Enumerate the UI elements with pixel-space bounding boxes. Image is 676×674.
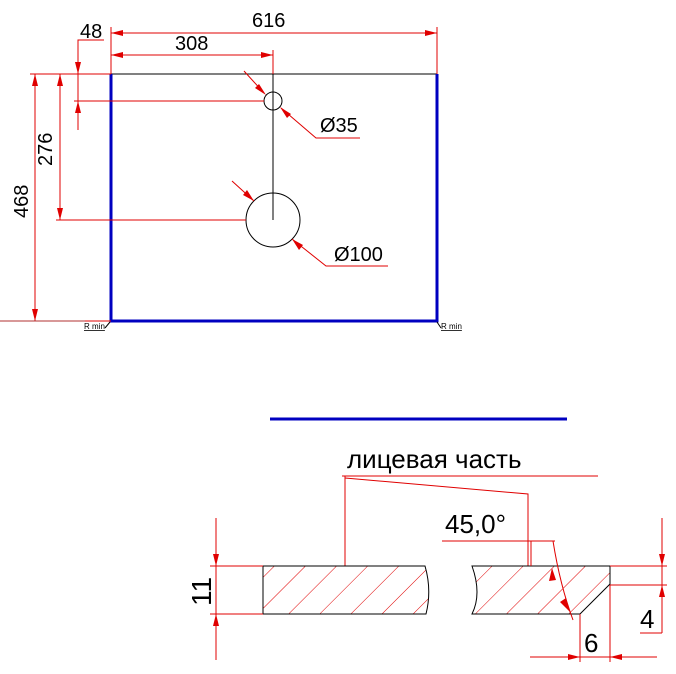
dimension-276: 276 <box>35 74 63 220</box>
large-hole-label: Ø100 <box>334 244 383 266</box>
finished-edges <box>109 74 439 323</box>
width-label: 616 <box>252 10 285 32</box>
dimension-11: 11 <box>186 518 263 660</box>
angle-label: 45,0° <box>445 509 506 539</box>
large-hole-callout: Ø100 <box>231 180 388 267</box>
corner-left-label: R min <box>84 322 105 331</box>
small-hole-label: Ø35 <box>320 115 358 137</box>
thickness-label: 11 <box>186 577 217 606</box>
section-right <box>471 565 611 615</box>
depth-label: 468 <box>11 185 33 218</box>
chamfer-height-label: 4 <box>640 604 654 634</box>
chamfer-width-label: 6 <box>584 628 598 658</box>
small-hole-callout: Ø35 <box>243 70 360 139</box>
top-view: 616 308 48 276 <box>0 10 462 331</box>
dimension-468: 468 <box>11 74 38 321</box>
section-view: лицевая часть 11 45,0° <box>186 417 667 662</box>
half-width-label: 308 <box>175 33 208 55</box>
dimension-308: 308 <box>111 33 274 74</box>
dimension-angle: 45,0° <box>442 509 574 621</box>
section-left <box>262 565 430 615</box>
dimension-48: 48 <box>75 21 104 130</box>
dimension-6: 6 <box>530 585 657 662</box>
corner-right-label: R min <box>441 322 462 331</box>
hole-offset-label: 48 <box>80 21 102 43</box>
center-offset-label: 276 <box>35 133 57 166</box>
dimension-616: 616 <box>110 10 438 74</box>
face-label: лицевая часть <box>347 444 522 474</box>
dimension-4: 4 <box>610 518 667 634</box>
